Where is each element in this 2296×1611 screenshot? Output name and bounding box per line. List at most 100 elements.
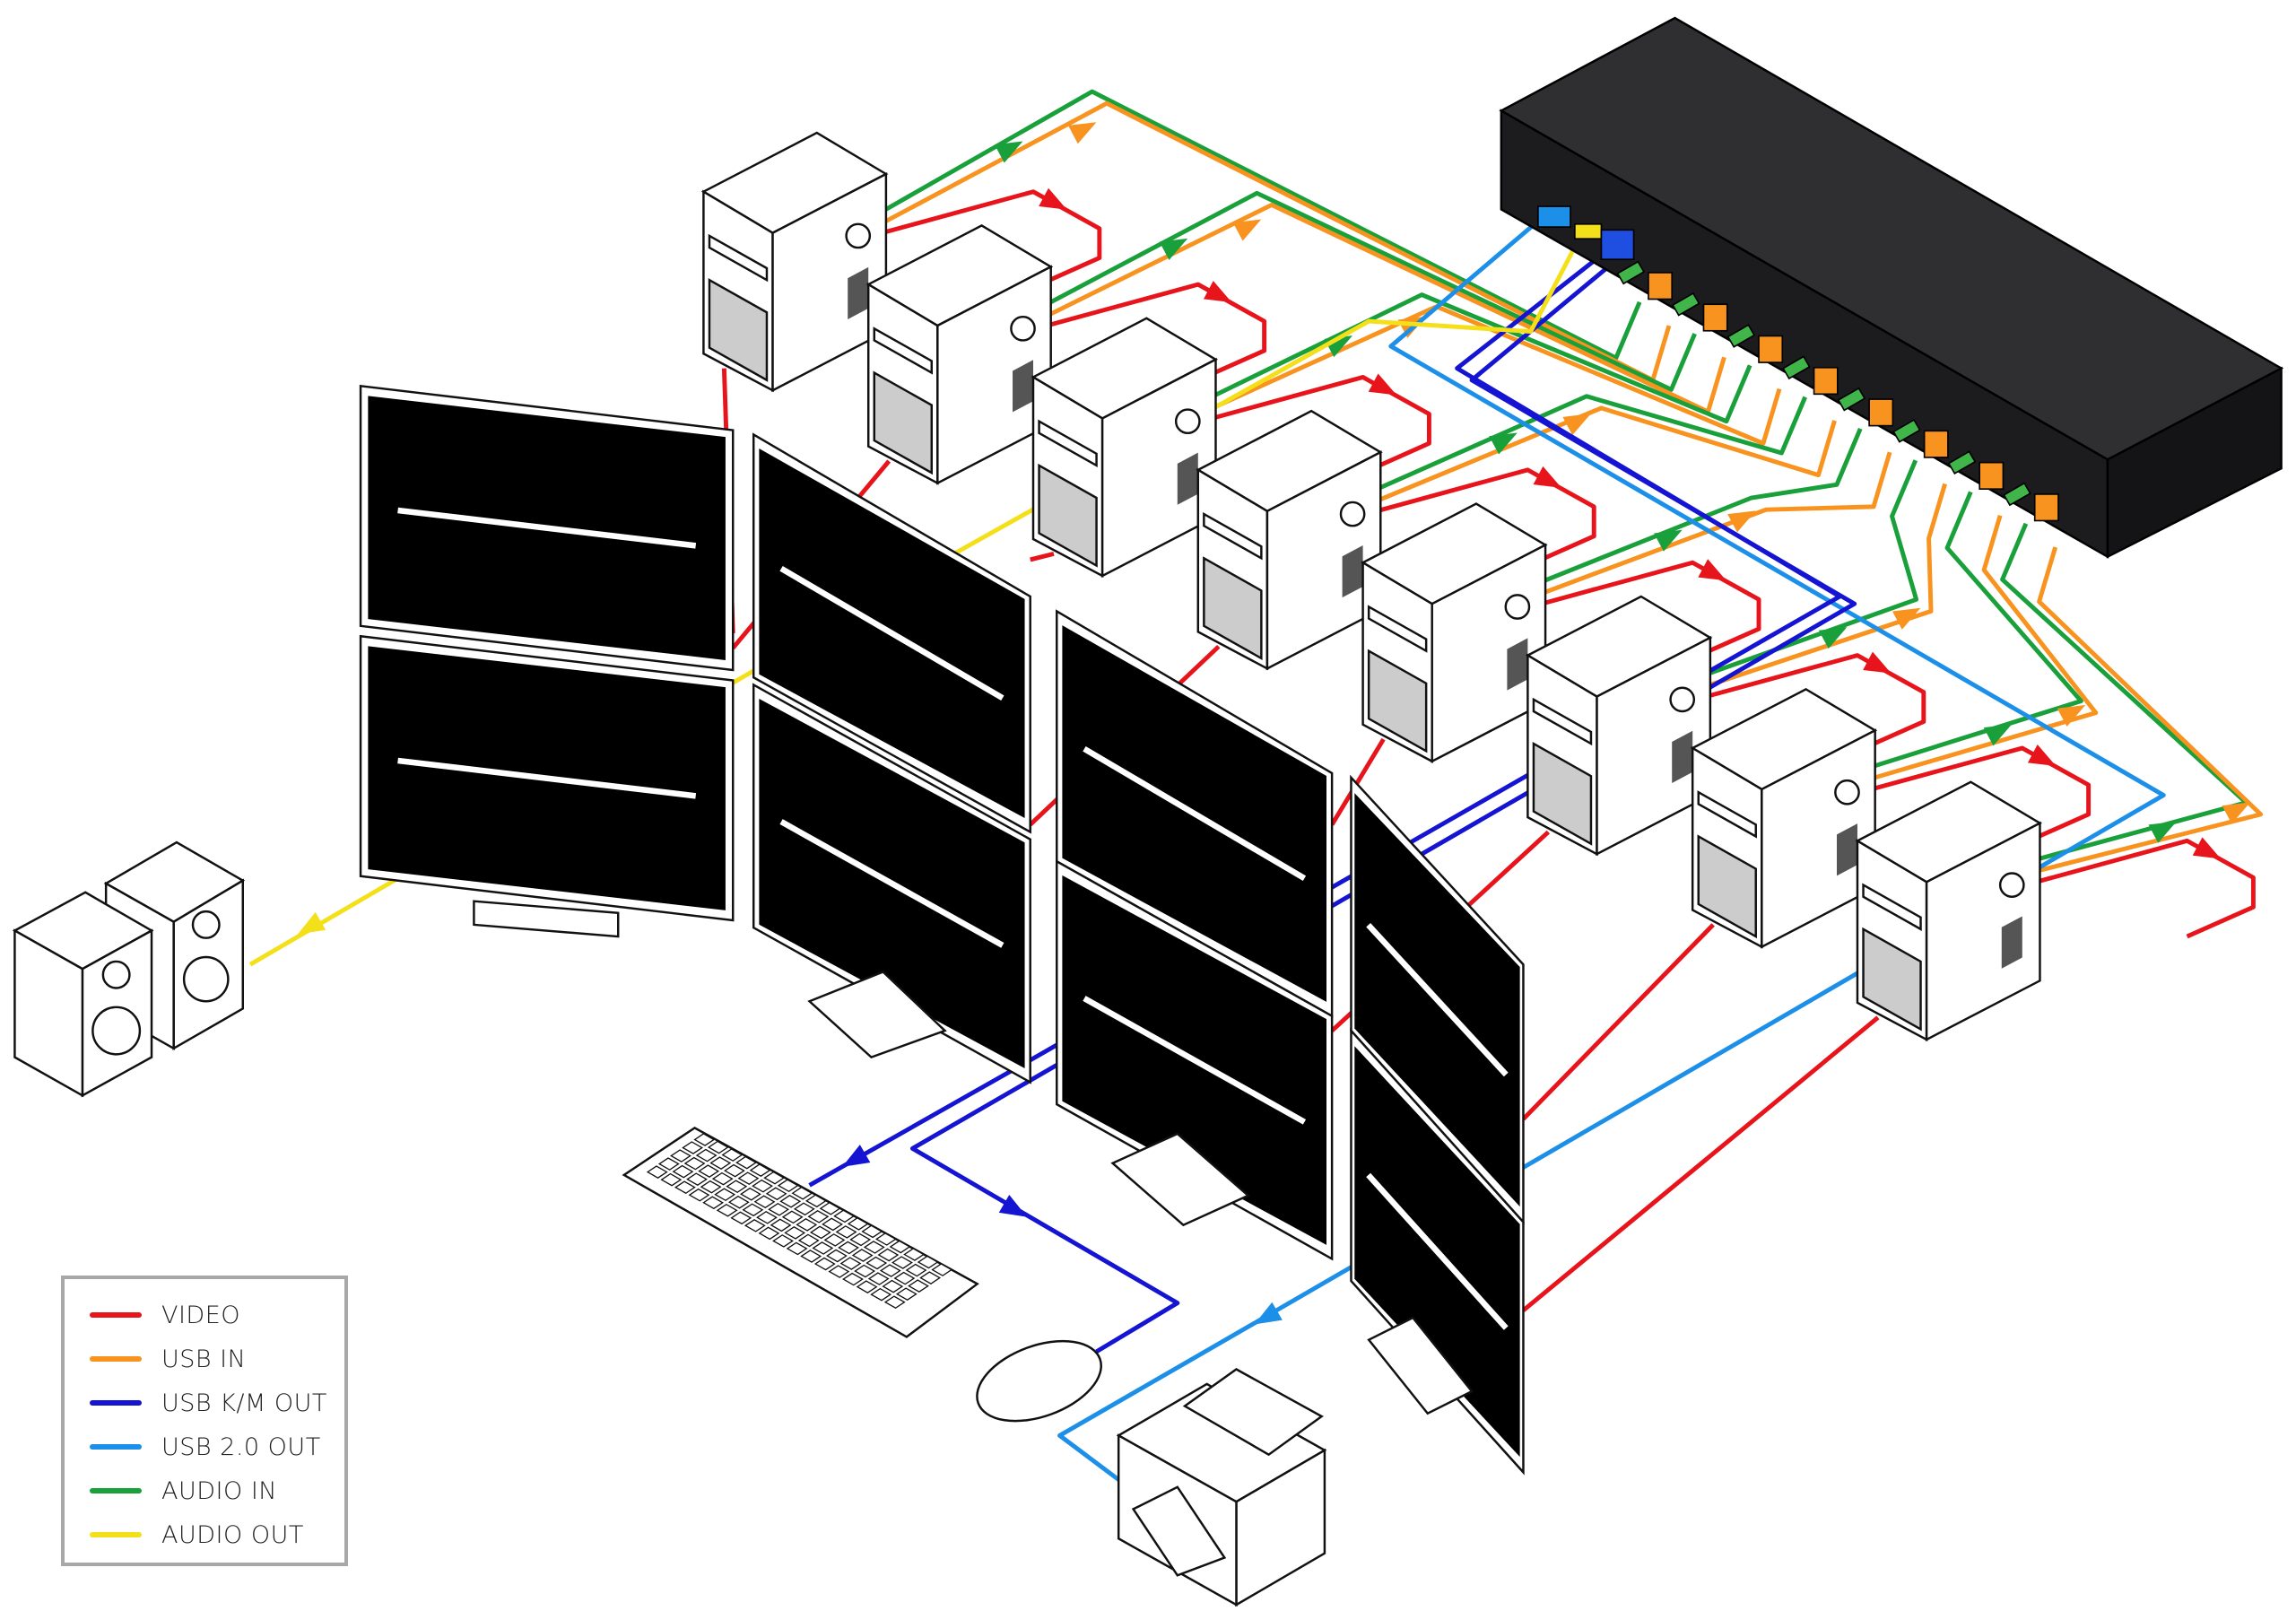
audio-port-connector <box>1947 450 1977 475</box>
drive-bay <box>708 233 769 283</box>
direction-arrow-icon <box>1892 607 1921 630</box>
direction-arrow-icon <box>1203 281 1232 303</box>
key <box>874 1232 897 1246</box>
mouse-path-arrow-icon <box>1083 996 1307 1125</box>
vent-grille <box>1177 452 1198 505</box>
key <box>867 1272 890 1285</box>
usb-port-connector <box>1758 335 1784 363</box>
usb-port-connector <box>1868 398 1894 427</box>
direction-arrow-icon <box>994 141 1023 163</box>
drive-bay <box>1862 883 1922 931</box>
key <box>908 1279 929 1293</box>
key <box>727 1195 750 1209</box>
legend-item-video: VIDEO <box>90 1297 240 1333</box>
key <box>893 1271 916 1285</box>
key <box>813 1257 836 1271</box>
mouse-path-arrow-icon <box>397 757 697 799</box>
usb-port-connector <box>1923 430 1949 458</box>
fan-icon <box>845 222 872 249</box>
key <box>730 1211 752 1225</box>
video-cable <box>1521 923 1715 1121</box>
mouse <box>976 1339 1102 1423</box>
key <box>770 1218 792 1232</box>
key <box>672 1164 694 1179</box>
key <box>682 1141 704 1154</box>
audio-in-cable <box>884 89 1642 361</box>
key <box>854 1264 876 1278</box>
legend-label: USB K/M OUT <box>161 1389 327 1417</box>
computer-tower <box>865 224 1054 485</box>
key <box>797 1233 820 1248</box>
key <box>784 1226 806 1240</box>
audio-port-connector <box>1782 355 1811 380</box>
direction-arrow-icon <box>1818 627 1848 649</box>
drive-bay <box>1532 697 1593 746</box>
mouse-path-arrow-icon <box>1366 1172 1509 1330</box>
drive-bay <box>1697 790 1757 839</box>
switch-ports <box>1537 205 2059 522</box>
key <box>749 1163 771 1177</box>
key <box>646 1165 668 1179</box>
key <box>756 1210 778 1224</box>
key <box>693 1133 716 1146</box>
key <box>809 1225 831 1240</box>
key <box>721 1148 744 1162</box>
key <box>723 1163 745 1178</box>
key <box>826 1249 848 1263</box>
direction-arrow-icon <box>297 911 326 935</box>
computer-tower <box>700 131 889 393</box>
key <box>737 1171 760 1186</box>
front-grille <box>708 278 769 382</box>
video-cable <box>1035 282 1267 382</box>
direction-arrow-icon <box>2222 802 2251 824</box>
legend-label: USB IN <box>161 1345 247 1373</box>
vent-grille <box>1507 638 1528 691</box>
legend-item-usb-20-out: USB 2.0 OUT <box>90 1429 321 1465</box>
front-grille <box>1367 649 1428 753</box>
legend-label: AUDIO IN <box>161 1476 277 1505</box>
usb-20-out-cable <box>1388 219 2166 1165</box>
usb-km-connector <box>1600 229 1635 260</box>
direction-arrow-icon <box>1654 529 1683 552</box>
front-grille <box>873 370 933 475</box>
key <box>707 1140 729 1154</box>
key <box>772 1234 794 1248</box>
legend-swatch <box>90 1356 142 1362</box>
key <box>863 1241 885 1254</box>
key <box>781 1210 804 1224</box>
mouse-path-arrow-icon <box>1083 745 1307 882</box>
key <box>833 1209 856 1223</box>
key <box>882 1279 904 1293</box>
direction-arrow-icon <box>1039 187 1067 210</box>
vent-grille <box>2001 916 2022 969</box>
computer-tower <box>1525 595 1713 857</box>
key <box>765 1187 787 1201</box>
direction-arrow-icon <box>1232 219 1262 241</box>
key <box>714 1188 736 1202</box>
key <box>822 1217 843 1232</box>
direction-arrow-icon <box>2192 837 2222 859</box>
key <box>849 1232 872 1247</box>
monitor <box>1350 1027 1525 1476</box>
legend-label: USB 2.0 OUT <box>161 1432 321 1461</box>
cables <box>248 89 2264 1482</box>
computer-tower <box>1196 409 1383 671</box>
audio-port-connector <box>1672 292 1700 317</box>
drive-bay <box>1203 511 1263 561</box>
key <box>791 1186 813 1200</box>
legend-item-usb-in: USB IN <box>90 1341 246 1377</box>
direction-arrow-icon <box>2057 705 2086 727</box>
kvm-switch <box>1499 16 2284 559</box>
usb-in-cable <box>1544 451 1892 595</box>
key <box>735 1155 757 1170</box>
direction-arrow-icon <box>1368 373 1397 396</box>
audio-in-cable <box>1379 394 1807 490</box>
fan-icon <box>1998 872 2025 898</box>
fan-icon <box>1174 408 1201 435</box>
usb-port-connector <box>1813 366 1839 396</box>
computers <box>700 131 2042 1041</box>
key <box>758 1226 780 1241</box>
key <box>709 1156 732 1170</box>
video-cable <box>870 189 1102 290</box>
